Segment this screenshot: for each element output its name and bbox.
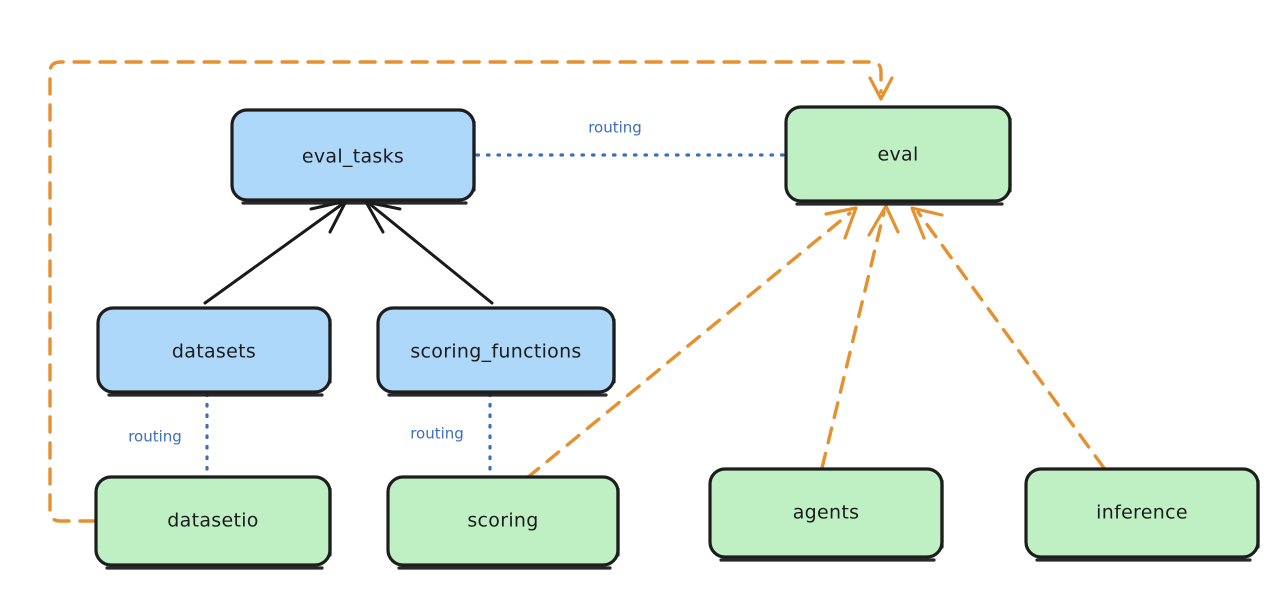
edge-scoring-to-eval (525, 206, 858, 480)
edge-datasetio-to-eval (48, 60, 894, 523)
node-datasets[interactable]: datasets (96, 306, 332, 397)
node-label: scoring (467, 510, 538, 532)
node-label: datasetio (167, 510, 258, 532)
edge-label-routing-eval-tasks-eval: routing (588, 119, 642, 137)
node-agents[interactable]: agents (708, 467, 944, 562)
node-label: scoring_functions (410, 341, 581, 363)
node-scoring-functions[interactable]: scoring_functions (376, 306, 616, 397)
node-scoring[interactable]: scoring (386, 475, 620, 570)
node-eval-tasks[interactable]: eval_tasks (230, 108, 476, 205)
node-eval[interactable]: eval (784, 105, 1012, 206)
edge-inference-to-eval (910, 206, 1106, 470)
edge-label-routing-datasets-datasetio: routing (128, 428, 182, 446)
node-label: datasets (172, 341, 256, 363)
node-label: inference (1096, 502, 1188, 524)
node-label: eval_tasks (302, 146, 404, 168)
node-datasetio[interactable]: datasetio (94, 475, 332, 570)
node-inference[interactable]: inference (1024, 467, 1260, 562)
node-label: eval (877, 144, 918, 166)
node-label: agents (793, 502, 860, 524)
edge-label-routing-scoring-functions-scoring: routing (410, 425, 464, 443)
edge-agents-to-eval (820, 204, 900, 470)
